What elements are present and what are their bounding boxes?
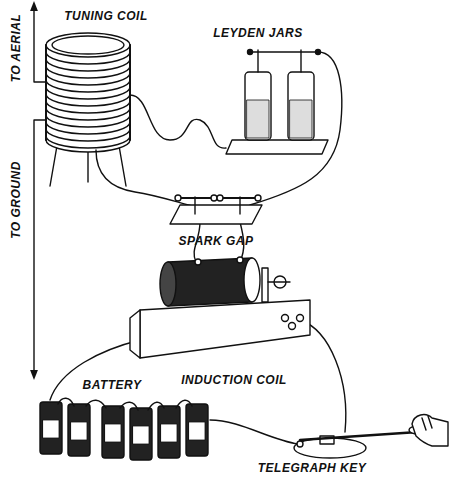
component-label: SPARK GAP [179,234,254,248]
component-label: TELEGRAPH KEY [258,461,367,475]
ground-lead [34,120,46,375]
spark-gap-symbol [170,195,262,224]
component-label: TO GROUND [9,161,23,239]
battery-symbol [40,398,208,460]
component-label: TO AERIAL [9,14,23,83]
tuning-coil-symbol [46,33,130,186]
circuit-wires [50,52,346,444]
induction-coil-symbol [130,257,310,358]
leyden-jars-symbol [226,50,328,155]
component-label: INDUCTION COIL [181,373,287,387]
telegraph-key-symbol [294,415,448,458]
component-label: BATTERY [82,378,141,392]
component-label: LEYDEN JARS [213,26,303,40]
aerial-lead [34,6,46,82]
component-label: TUNING COIL [64,9,148,23]
